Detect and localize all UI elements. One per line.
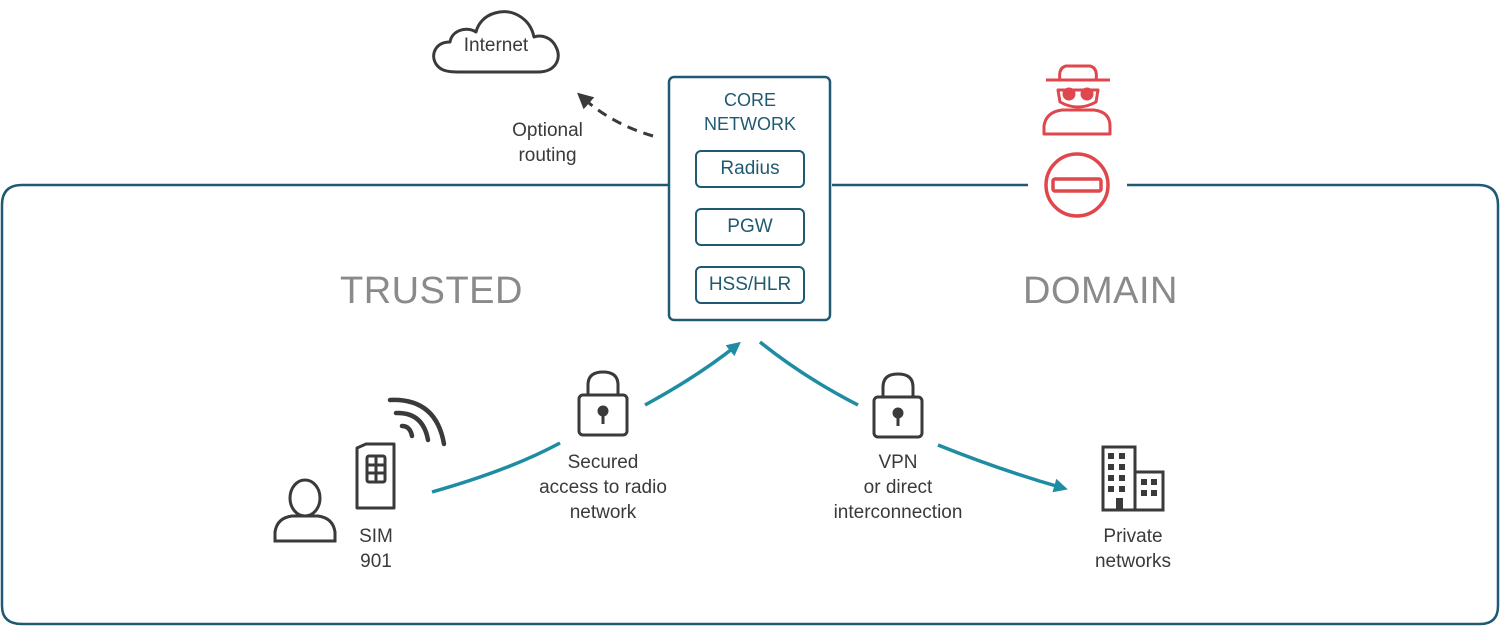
core-network-title-line: NETWORK xyxy=(704,114,796,134)
core-network-title: CORE NETWORK xyxy=(670,88,830,136)
optional-routing-line: routing xyxy=(518,145,577,166)
core-to-vpn-line xyxy=(758,340,859,407)
vpn-label-line: VPN xyxy=(878,452,918,473)
vpn-label-line: or direct xyxy=(863,477,933,498)
cloud-icon xyxy=(432,10,560,74)
signal-icon xyxy=(387,397,447,447)
zone-label-domain: DOMAIN xyxy=(1023,270,1178,312)
lock-icon xyxy=(872,372,924,439)
vpn-label: VPN or direct interconnection xyxy=(808,450,988,525)
vpn-label-line: interconnection xyxy=(833,502,963,523)
sim-label-line: 901 xyxy=(360,551,392,572)
sim-to-lock-line xyxy=(431,441,561,494)
optional-routing-arrow xyxy=(577,92,654,138)
optional-routing-label: Optional routing xyxy=(480,118,615,168)
core-component-radius: Radius xyxy=(695,150,805,188)
sim-label-line: SIM xyxy=(359,526,393,547)
sim-card-icon xyxy=(355,442,396,510)
core-network-box xyxy=(667,75,832,322)
core-component-pgw: PGW xyxy=(695,208,805,246)
building-icon xyxy=(1101,445,1165,512)
vpn-to-private-arrow xyxy=(937,443,1068,493)
core-network-title-line: CORE xyxy=(723,90,776,110)
user-icon xyxy=(273,478,337,543)
private-networks-line: networks xyxy=(1094,551,1172,572)
core-component-hss-hlr: HSS/HLR xyxy=(695,266,805,304)
optional-routing-line: Optional xyxy=(512,120,583,141)
zone-label-trusted: TRUSTED xyxy=(340,270,523,312)
hacker-icon xyxy=(1042,64,1112,136)
internet-label: Internet xyxy=(463,35,529,56)
sim-label: SIM 901 xyxy=(336,524,416,574)
lock-to-core-arrow xyxy=(644,341,741,407)
secured-access-line: access to radio xyxy=(539,477,667,498)
private-networks-line: Private xyxy=(1103,526,1163,547)
secured-access-line: network xyxy=(569,502,637,523)
trusted-domain-boundary xyxy=(0,183,1500,626)
blocked-icon xyxy=(1044,152,1110,218)
secured-access-label: Secured access to radio network xyxy=(513,450,693,525)
secured-access-line: Secured xyxy=(567,452,639,473)
private-networks-label: Private networks xyxy=(1073,524,1193,574)
lock-icon xyxy=(577,370,629,437)
